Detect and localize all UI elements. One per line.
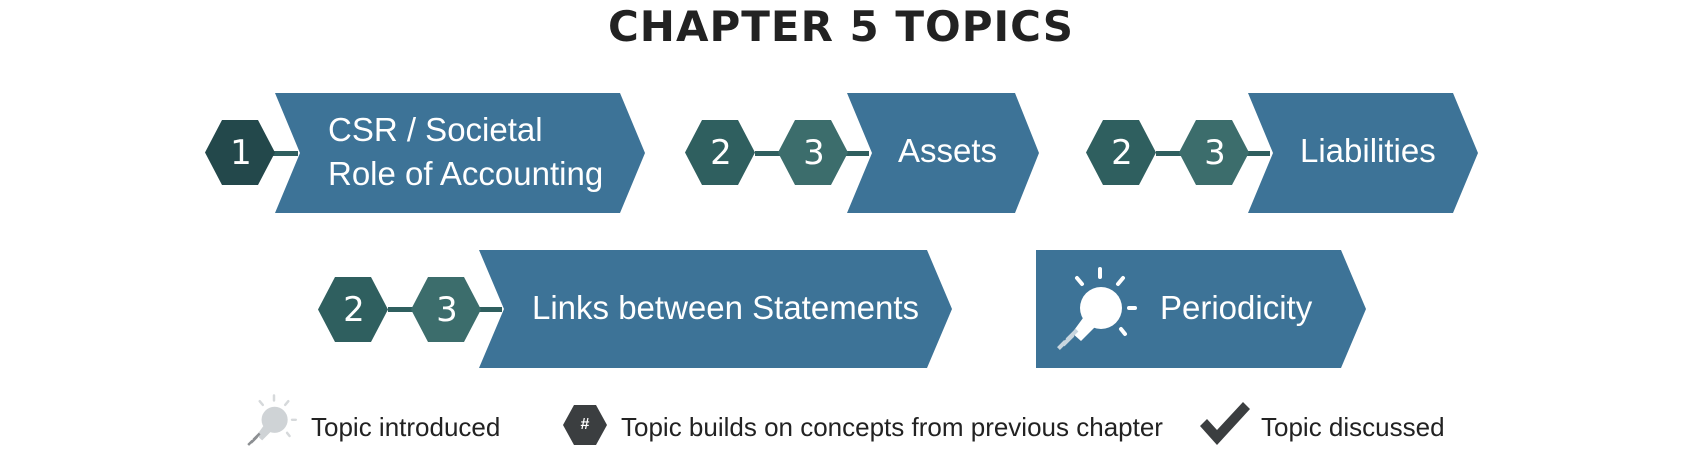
hex-badge-number: 2 [1111,133,1133,173]
hex-connector [843,151,869,156]
topic-label: Links between Statements [532,289,920,326]
hex-badge-number: 3 [436,290,458,330]
hex-connector [476,307,502,312]
hex-badge-number: 2 [343,290,365,330]
legend-builds-label: Topic builds on concepts from previous c… [621,412,1163,442]
hex-connector [388,307,428,312]
topic-arrow [847,93,1039,213]
topic-label-line2: Role of Accounting [328,155,604,192]
hex-badge-number: 3 [1204,133,1226,173]
legend-introduced-label: Topic introduced [311,412,501,442]
page-title: CHAPTER 5 TOPICS [607,2,1075,51]
hex-connector [1244,151,1270,156]
topic-label: Periodicity [1160,289,1313,326]
hex-badge [778,120,848,185]
topic-label: CSR / Societal Role of Accounting [328,108,603,196]
topic-arrow [275,93,645,213]
topic-arrow [479,250,952,368]
hex-connector [1156,151,1196,156]
checkmark-icon [1200,402,1250,445]
topic-label-line1: CSR / Societal [328,111,543,148]
hex-badge [205,120,275,185]
topic-arrow [1036,250,1366,368]
hex-badge [685,120,755,185]
topic-label: Assets [898,132,998,169]
hex-badge-number: 3 [803,133,825,173]
hex-badge-number: 1 [230,133,252,173]
hex-badge [318,277,388,342]
legend-discussed-label: Topic discussed [1261,412,1445,442]
lightbulb-icon [247,394,298,446]
hash-symbol: # [580,416,590,433]
hex-badge [1179,120,1249,185]
hex-connector [755,151,795,156]
hex-badge-number: 2 [710,133,732,173]
hex-legend-icon [563,405,607,445]
topic-label: Liabilities [1300,132,1436,169]
hex-badge [1086,120,1156,185]
topic-arrow [1248,93,1478,213]
hex-badge [411,277,481,342]
hex-connector [270,151,298,156]
lightbulb-icon [1057,267,1137,350]
